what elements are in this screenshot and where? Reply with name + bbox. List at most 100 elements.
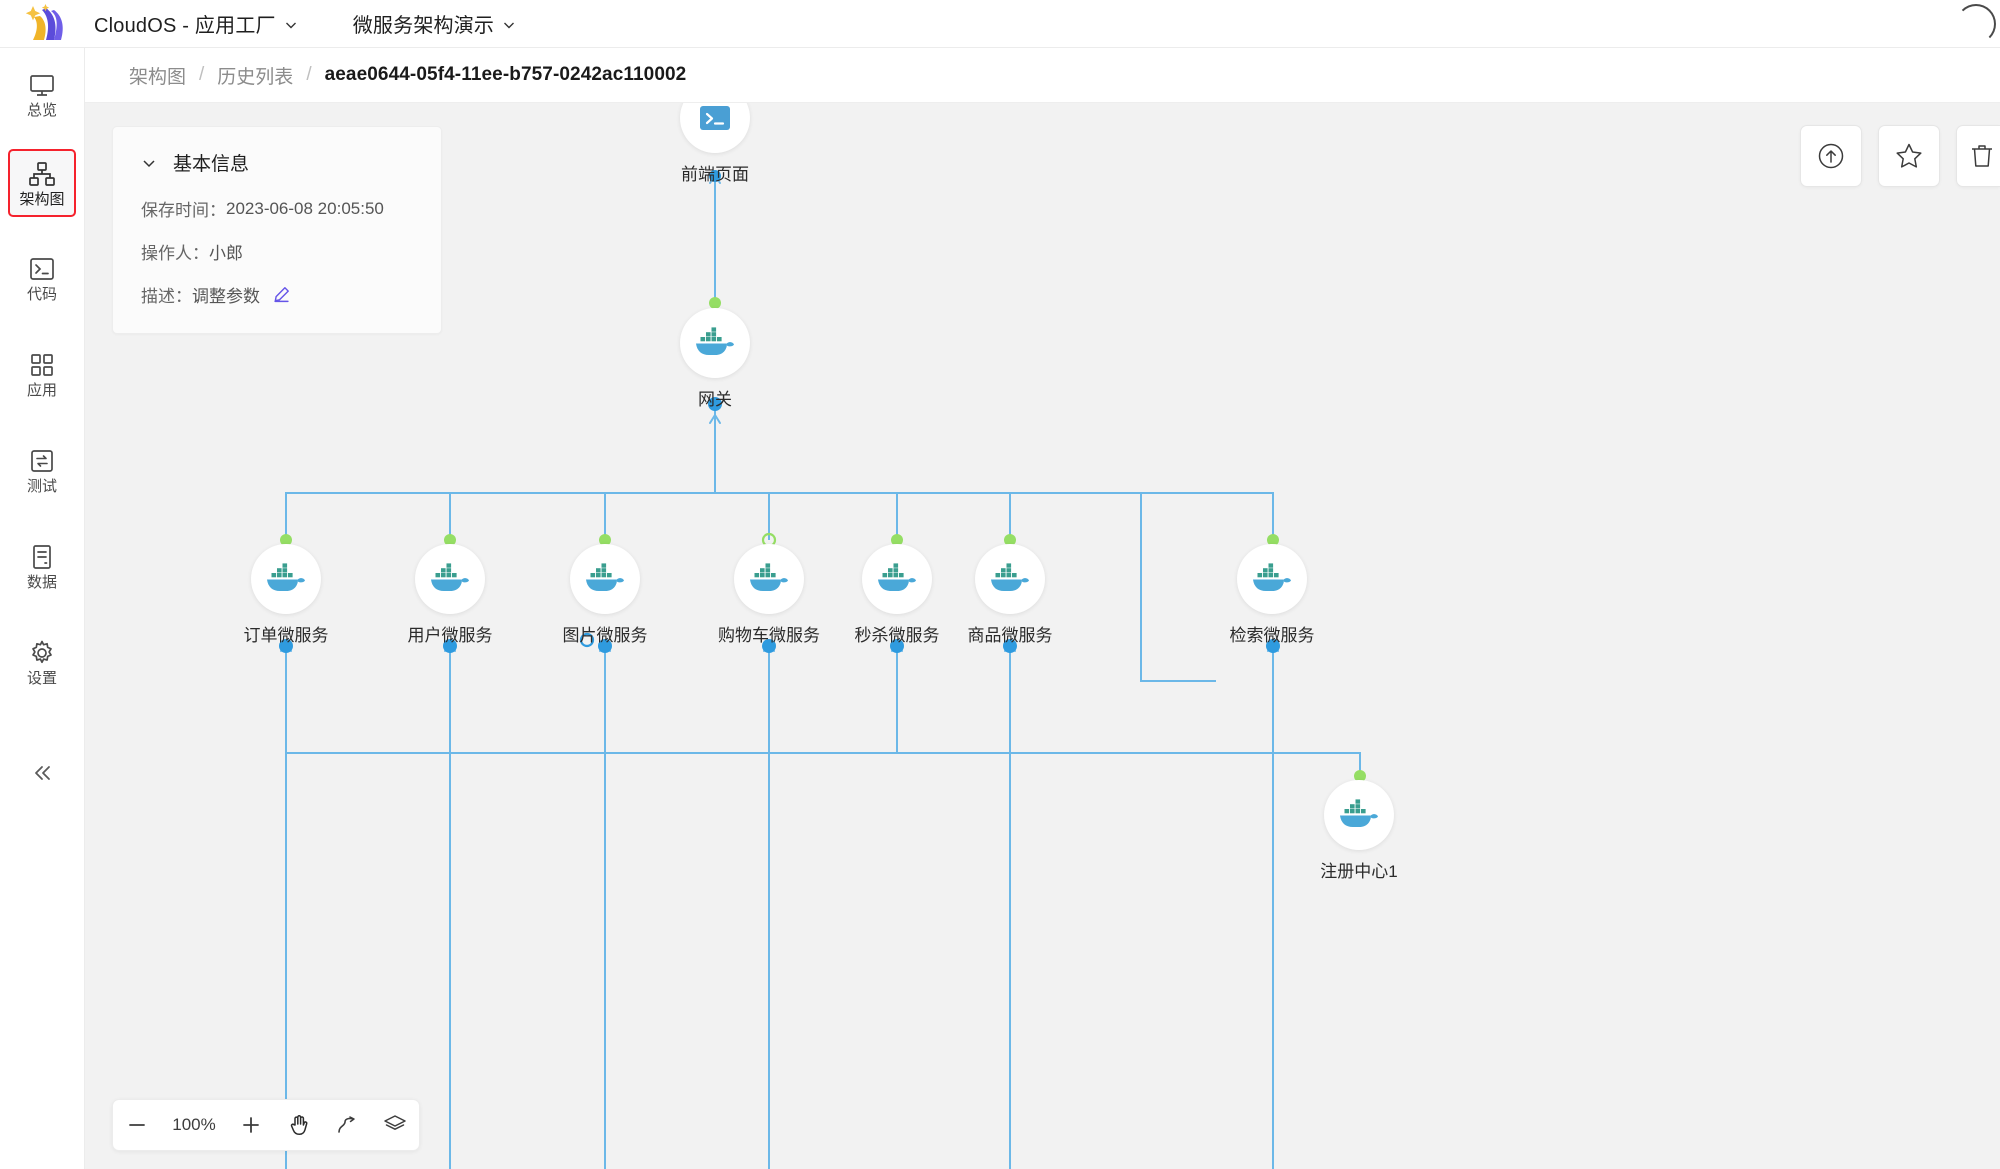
sidebar-item-apps[interactable]: 应用 [8, 340, 76, 408]
docker-whale-icon [1253, 563, 1291, 591]
basic-info-header[interactable]: 基本信息 [113, 149, 441, 176]
docker-whale-icon [586, 563, 624, 591]
sidebar: 总览 架构图 代码 应用 [0, 48, 85, 1169]
docker-whale-icon [1340, 799, 1378, 827]
node-bubble[interactable] [1237, 544, 1307, 614]
description-label: 描述： [141, 287, 192, 306]
restore-button[interactable] [1800, 125, 1862, 187]
node-image-service[interactable]: 图片微服务 [563, 544, 648, 645]
upload-circle-icon [1818, 143, 1844, 169]
layers-tool-button[interactable] [371, 1100, 419, 1150]
node-bubble[interactable] [734, 544, 804, 614]
sidebar-item-label: 数据 [26, 573, 57, 591]
node-bubble[interactable] [680, 103, 750, 153]
node-bubble[interactable] [415, 544, 485, 614]
node-bubble[interactable] [680, 308, 750, 378]
chevron-down-icon [502, 18, 516, 32]
node-label: 商品微服务 [967, 626, 1053, 645]
user-avatar-icon[interactable] [1956, 4, 1996, 44]
node-search-service[interactable]: 检索微服务 [1230, 544, 1315, 645]
app-logo[interactable] [0, 0, 85, 48]
star-icon [1896, 143, 1922, 168]
docker-whale-icon [750, 563, 788, 591]
monitor-icon [30, 74, 54, 96]
sidebar-item-label: 代码 [26, 285, 57, 303]
node-cart-service[interactable]: 购物车微服务 [718, 544, 820, 645]
canvas-action-bar [1800, 125, 2000, 187]
save-time-value: 2023-06-08 20:05:50 [226, 198, 384, 218]
layers-icon [384, 1115, 406, 1130]
sidebar-item-label: 架构图 [19, 190, 65, 208]
node-bubble[interactable] [862, 544, 932, 614]
top-bar: CloudOS - 应用工厂 微服务架构演示 [0, 0, 2000, 48]
node-label: 秒杀微服务 [854, 626, 940, 645]
sidebar-item-architecture[interactable]: 架构图 [8, 149, 76, 217]
app-switcher-label: CloudOS - 应用工厂 [94, 15, 276, 37]
diagram-edges [280, 173, 1361, 1169]
node-bubble[interactable] [251, 544, 321, 614]
delete-button[interactable] [1956, 125, 2000, 187]
trash-icon [1972, 145, 1992, 167]
basic-info-title: 基本信息 [173, 154, 250, 175]
docker-whale-icon [991, 563, 1029, 591]
node-bubble[interactable] [1324, 780, 1394, 850]
edge-tool-button[interactable] [323, 1100, 371, 1150]
gear-icon [32, 640, 52, 663]
hand-icon [290, 1115, 308, 1136]
sidebar-collapse-button[interactable] [8, 748, 76, 798]
diagram-ports [279, 170, 1366, 782]
zoom-in-button[interactable] [227, 1100, 275, 1150]
terminal-icon [30, 257, 54, 280]
plus-icon [243, 1117, 259, 1133]
sidebar-item-test[interactable]: 测试 [8, 436, 76, 504]
node-frontend[interactable]: 前端页面 [680, 103, 750, 184]
docker-whale-icon [878, 563, 916, 591]
app-switcher-menu[interactable]: CloudOS - 应用工厂 [90, 9, 302, 38]
sidebar-item-data[interactable]: 数据 [8, 532, 76, 600]
node-label: 注册中心1 [1320, 862, 1398, 881]
project-switcher-menu[interactable]: 微服务架构演示 [349, 9, 520, 38]
breadcrumb-history-list[interactable]: 历史列表 [217, 66, 294, 88]
zoom-out-button[interactable] [113, 1100, 161, 1150]
port-in [709, 170, 721, 182]
node-bubble[interactable] [975, 544, 1045, 614]
database-icon [33, 544, 51, 569]
sidebar-item-code[interactable]: 代码 [8, 244, 76, 312]
breadcrumb-separator: / [199, 64, 205, 85]
node-registry-1[interactable]: 注册中心1 [1320, 780, 1398, 881]
pencil-edit-icon[interactable] [273, 286, 290, 303]
docker-whale-icon [696, 327, 734, 355]
breadcrumb-root[interactable]: 架构图 [129, 66, 187, 88]
grid-apps-icon [31, 353, 53, 376]
node-label: 图片微服务 [562, 626, 648, 645]
pan-tool-button[interactable] [275, 1100, 323, 1150]
node-label: 网关 [698, 390, 732, 409]
node-bubble[interactable] [570, 544, 640, 614]
basic-info-card: 基本信息 保存时间： 2023-06-08 20:05:50 操作人： 小郎 描… [112, 126, 442, 334]
sidebar-item-label: 总览 [26, 101, 57, 119]
favorite-button[interactable] [1878, 125, 1940, 187]
sparkle-logo-icon [25, 3, 63, 40]
node-seckill-service[interactable]: 秒杀微服务 [855, 544, 940, 645]
sidebar-item-label: 测试 [26, 477, 57, 495]
breadcrumb-separator: / [306, 64, 312, 85]
node-label: 前端页面 [681, 165, 749, 184]
terminal-window-icon [700, 106, 730, 130]
node-gateway[interactable]: 网关 [680, 308, 750, 409]
node-product-service[interactable]: 商品微服务 [968, 544, 1053, 645]
chevron-down-icon [284, 18, 298, 32]
zoom-toolbar: 100% [112, 1099, 420, 1151]
node-user-service[interactable]: 用户微服务 [408, 544, 493, 645]
node-order-service[interactable]: 订单微服务 [244, 544, 329, 645]
save-time-row: 保存时间： 2023-06-08 20:05:50 [113, 196, 441, 221]
zoom-level-value[interactable]: 100% [172, 1115, 216, 1134]
node-label: 订单微服务 [243, 626, 329, 645]
breadcrumb-current-id: aeae0644-05f4-11ee-b757-0242ac110002 [324, 64, 687, 85]
architecture-canvas[interactable]: 基本信息 保存时间： 2023-06-08 20:05:50 操作人： 小郎 描… [85, 103, 2000, 1169]
minus-icon [129, 1124, 145, 1126]
operator-label: 操作人： [141, 244, 209, 263]
sidebar-item-settings[interactable]: 设置 [8, 628, 76, 696]
sidebar-item-overview[interactable]: 总览 [8, 60, 76, 128]
node-label: 购物车微服务 [718, 626, 820, 645]
docker-whale-icon [431, 563, 469, 591]
